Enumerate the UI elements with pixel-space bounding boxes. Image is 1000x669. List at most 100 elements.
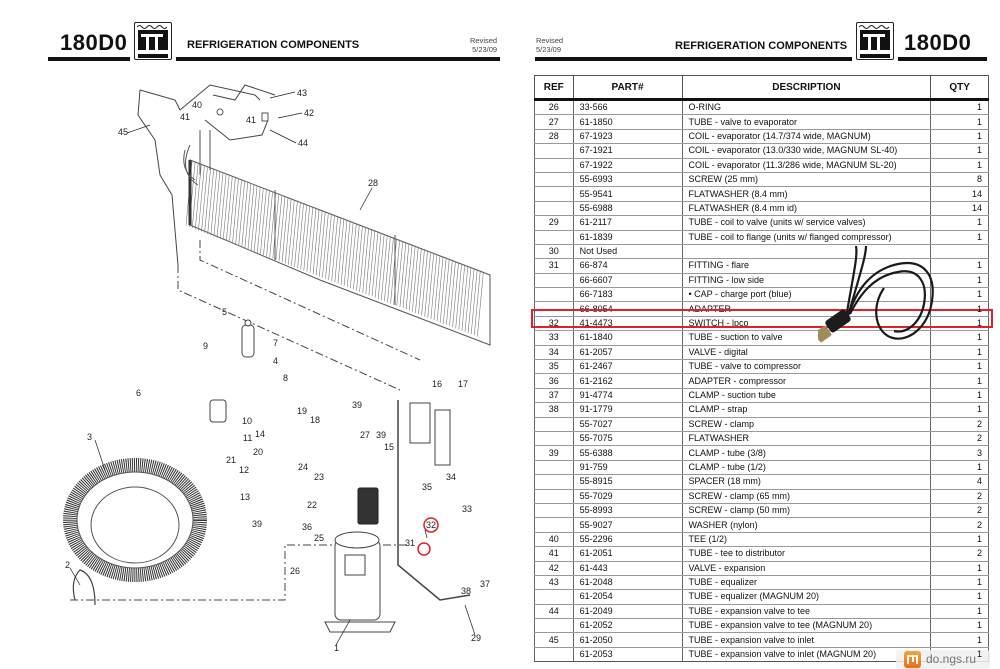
header-rule — [176, 57, 500, 61]
cell-description: • CAP - charge port (blue) — [681, 287, 932, 303]
coil-fin — [402, 243, 410, 309]
coil-fin — [474, 270, 481, 336]
cell-part: 91-759 — [572, 460, 683, 476]
callout-9: 9 — [203, 341, 208, 351]
section-title: REFRIGERATION COMPONENTS — [187, 39, 360, 51]
callout-26: 26 — [290, 566, 300, 576]
highlight-circle-32 — [423, 517, 439, 533]
coil-fin — [328, 214, 335, 280]
coil-fin — [390, 238, 397, 304]
cell-part: 66-7183 — [572, 287, 683, 303]
callout-25: 25 — [314, 533, 324, 543]
left-page: 180D0 REFRIGERATION COMPONENTS Revised 5… — [48, 22, 500, 653]
coil-fin — [275, 194, 283, 260]
callout-27: 27 — [360, 430, 370, 440]
coil-fin — [195, 164, 202, 230]
coil-fin — [266, 191, 273, 257]
cell-description: COIL - evaporator (11.3/286 wide, MAGNUM… — [681, 158, 932, 173]
cell-part: 55-8993 — [572, 503, 683, 519]
cell-part: 61-2051 — [572, 546, 683, 562]
coil-fin — [470, 269, 478, 335]
cell-part: 61-2162 — [572, 373, 683, 389]
coil-fin — [371, 231, 379, 297]
coil-fin — [374, 232, 382, 298]
cell-part: 55-6388 — [572, 445, 683, 461]
coil-fin — [288, 199, 295, 265]
cell-part: 55-9541 — [572, 186, 683, 202]
coil-fin — [250, 185, 258, 251]
header-ref: REF — [534, 75, 574, 101]
cell-part: 67-1921 — [572, 143, 683, 159]
cell-qty: 1 — [930, 215, 989, 231]
cell-qty: 1 — [930, 230, 989, 245]
cell-ref — [534, 273, 574, 289]
coil-fin — [430, 253, 438, 319]
coil-fin — [201, 166, 208, 232]
cell-part: 66-6607 — [572, 273, 683, 289]
cell-description: FLATWASHER (8.4 mm id) — [681, 201, 932, 217]
cell-ref: 35 — [534, 359, 574, 375]
model-number: 180D0 — [60, 30, 128, 55]
coil-fin — [412, 246, 419, 312]
coil-fin — [449, 260, 456, 326]
cell-qty — [930, 244, 989, 260]
cell-qty: 1 — [930, 589, 989, 605]
cell-description: TUBE - valve to compressor — [681, 359, 932, 375]
cell-ref — [534, 474, 574, 490]
cell-description: FLATWASHER — [681, 431, 932, 447]
cell-qty: 1 — [930, 460, 989, 476]
callout-28: 28 — [368, 178, 378, 188]
coil-fin — [213, 171, 221, 237]
cell-ref — [534, 589, 574, 605]
coil-fin — [405, 244, 413, 310]
coil-fin — [439, 257, 447, 323]
cell-ref: 38 — [534, 402, 574, 418]
coil-fin — [278, 196, 286, 262]
coil-fin — [408, 245, 416, 311]
cell-description: COIL - evaporator (14.7/374 wide, MAGNUM… — [681, 129, 932, 145]
cell-description: CLAMP - tube (3/8) — [681, 445, 932, 461]
cell-qty: 4 — [930, 474, 989, 490]
cell-description: TUBE - suction to valve — [681, 330, 932, 346]
coil-fin — [353, 224, 360, 290]
coil-fin — [210, 170, 218, 236]
cell-part: 41-4473 — [572, 316, 683, 332]
cell-qty: 1 — [930, 388, 989, 404]
coil-fin — [294, 201, 301, 268]
cell-ref — [534, 301, 574, 317]
callout-18: 18 — [310, 415, 320, 425]
cell-ref — [534, 143, 574, 159]
cell-qty: 1 — [930, 158, 989, 173]
cell-part: 61-2049 — [572, 604, 683, 620]
header-description: DESCRIPTION — [681, 75, 932, 101]
cell-qty: 1 — [930, 402, 989, 418]
coil-fin — [229, 177, 236, 243]
cell-description: CLAMP - strap — [681, 402, 932, 418]
callout-45: 45 — [118, 127, 128, 137]
cell-part: 91-1779 — [572, 402, 683, 418]
coil-fin — [365, 229, 373, 295]
cell-description: TUBE - expansion valve to inlet — [681, 632, 932, 648]
cell-qty: 1 — [930, 604, 989, 620]
cell-qty: 1 — [930, 647, 989, 663]
callout-7: 7 — [273, 338, 278, 348]
coil-fin — [464, 266, 472, 332]
coil-fin — [340, 219, 348, 285]
coil-fin — [399, 242, 407, 308]
cell-ref — [534, 517, 574, 533]
cell-ref — [534, 417, 574, 432]
coil-fin — [297, 203, 304, 269]
cell-qty: 14 — [930, 201, 989, 217]
coil-fin — [241, 181, 249, 247]
